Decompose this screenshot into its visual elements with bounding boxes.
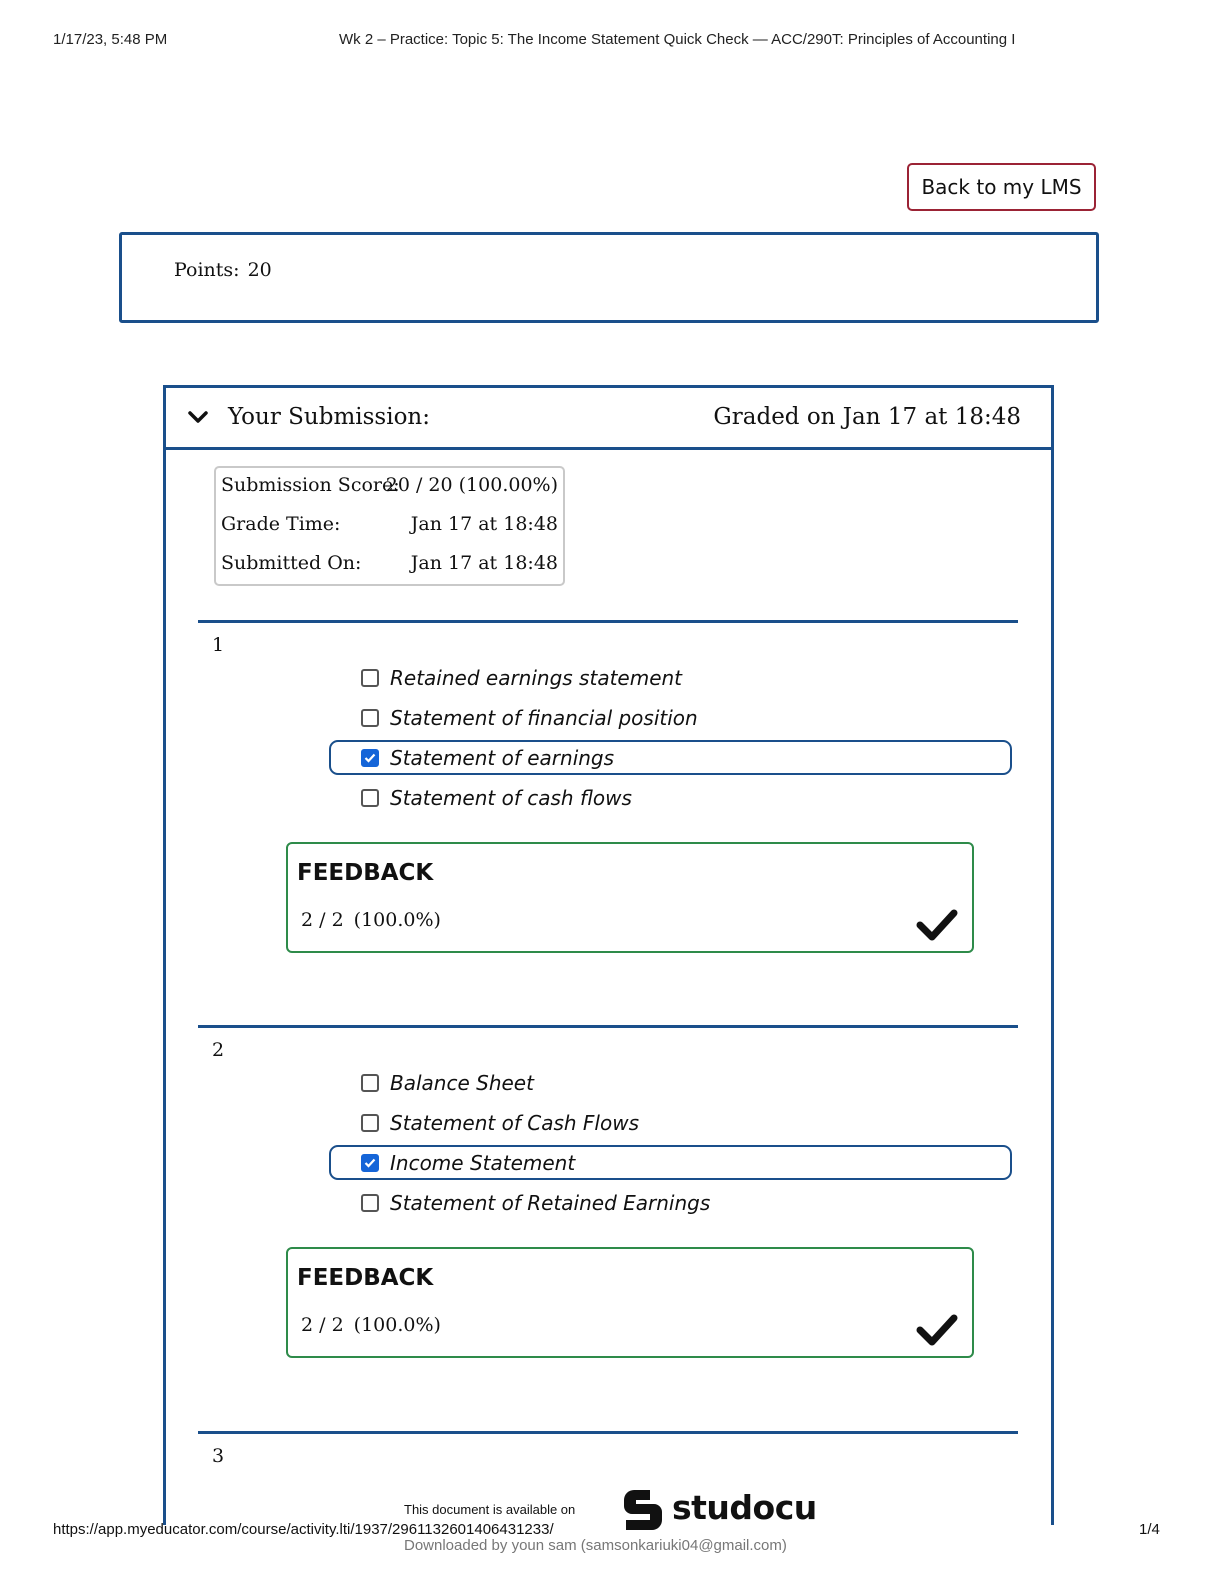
footer-availability-text: This document is available on: [404, 1502, 576, 1517]
answer-option[interactable]: Balance Sheet: [361, 1067, 534, 1099]
studocu-wordmark: studocu: [672, 1488, 817, 1527]
footer-page-number: 1/4: [1139, 1521, 1160, 1538]
answer-option-text: Statement of cash flows: [390, 786, 632, 810]
checkbox[interactable]: [361, 1114, 379, 1132]
feedback-box: FEEDBACK 2 / 2 (100.0%): [286, 1247, 974, 1358]
answer-option-text: Statement of Cash Flows: [390, 1111, 639, 1135]
selected-answer-highlight: [329, 1145, 1012, 1180]
score-row-value: Jan 17 at 18:48: [410, 552, 558, 574]
feedback-points: 2 / 2: [301, 1314, 344, 1336]
checkbox[interactable]: [361, 1194, 379, 1212]
submission-header[interactable]: Your Submission: Graded on Jan 17 at 18:…: [166, 388, 1051, 450]
feedback-score: 2 / 2 (100.0%): [301, 909, 441, 931]
submission-score-table: Submission Score: 20 / 20 (100.00%) Grad…: [214, 466, 565, 586]
footer-downloaded-by: Downloaded by youn sam (samsonkariuki04@…: [404, 1537, 787, 1554]
checkbox[interactable]: [361, 669, 379, 687]
answer-option-selected[interactable]: Statement of earnings: [361, 742, 614, 774]
feedback-title: FEEDBACK: [297, 1265, 434, 1291]
studocu-logo[interactable]: studocu: [620, 1486, 817, 1534]
answer-option[interactable]: Statement of Retained Earnings: [361, 1187, 710, 1219]
checkbox-checked[interactable]: [361, 749, 379, 767]
feedback-box: FEEDBACK 2 / 2 (100.0%): [286, 842, 974, 953]
answer-option-text: Balance Sheet: [390, 1071, 534, 1095]
question-number: 2: [212, 1039, 225, 1061]
answer-option-text: Statement of earnings: [390, 746, 615, 770]
answer-option-text: Retained earnings statement: [390, 666, 683, 690]
answer-option[interactable]: Statement of cash flows: [361, 782, 632, 814]
checkbox[interactable]: [361, 789, 379, 807]
answer-option-text: Statement of financial position: [390, 706, 698, 730]
checkbox[interactable]: [361, 709, 379, 727]
graded-on-text: Graded on Jan 17 at 18:48: [713, 404, 1021, 430]
print-header-title: Wk 2 – Practice: Topic 5: The Income Sta…: [339, 31, 1016, 48]
selected-answer-highlight: [329, 740, 1012, 775]
score-row-label: Grade Time:: [221, 513, 341, 535]
score-row-label: Submission Score:: [221, 474, 400, 496]
score-row-value: Jan 17 at 18:48: [410, 513, 558, 535]
studocu-logo-icon: [624, 1490, 662, 1530]
answer-option-selected[interactable]: Income Statement: [361, 1147, 575, 1179]
chevron-down-icon[interactable]: [187, 410, 209, 424]
answer-option[interactable]: Retained earnings statement: [361, 662, 682, 694]
feedback-percent: (100.0%): [353, 1314, 441, 1336]
answer-option[interactable]: Statement of Cash Flows: [361, 1107, 639, 1139]
score-row: Submitted On: Jan 17 at 18:48: [221, 552, 558, 582]
score-row-value: 20 / 20 (100.00%): [385, 474, 558, 496]
feedback-title: FEEDBACK: [297, 860, 434, 886]
score-row: Grade Time: Jan 17 at 18:48: [221, 513, 558, 543]
points-label: Points:: [174, 259, 240, 281]
answer-option[interactable]: Statement of financial position: [361, 702, 698, 734]
submission-panel: Your Submission: Graded on Jan 17 at 18:…: [163, 385, 1054, 1525]
question-number: 1: [212, 634, 225, 656]
points-box: Points: 20: [119, 232, 1099, 323]
back-to-lms-button[interactable]: Back to my LMS: [907, 163, 1096, 211]
question-number: 3: [212, 1445, 225, 1467]
feedback-points: 2 / 2: [301, 909, 344, 931]
footer-url: https://app.myeducator.com/course/activi…: [53, 1521, 554, 1538]
checkmark-icon: [916, 909, 958, 941]
checkbox[interactable]: [361, 1074, 379, 1092]
checkmark-icon: [916, 1314, 958, 1346]
checkbox-checked[interactable]: [361, 1154, 379, 1172]
answer-option-text: Statement of Retained Earnings: [390, 1191, 711, 1215]
checkbox-check-icon: [364, 1158, 376, 1168]
question-divider: [198, 620, 1018, 623]
answer-option-text: Income Statement: [390, 1151, 576, 1175]
feedback-score: 2 / 2 (100.0%): [301, 1314, 441, 1336]
points-display: Points: 20: [174, 259, 272, 281]
print-header-datetime: 1/17/23, 5:48 PM: [53, 31, 168, 48]
points-value: 20: [247, 259, 272, 281]
question-divider: [198, 1025, 1018, 1028]
feedback-percent: (100.0%): [353, 909, 441, 931]
question-divider: [198, 1431, 1018, 1434]
checkbox-check-icon: [364, 753, 376, 763]
score-row: Submission Score: 20 / 20 (100.00%): [221, 474, 558, 504]
score-row-label: Submitted On:: [221, 552, 362, 574]
submission-title: Your Submission:: [228, 404, 430, 430]
